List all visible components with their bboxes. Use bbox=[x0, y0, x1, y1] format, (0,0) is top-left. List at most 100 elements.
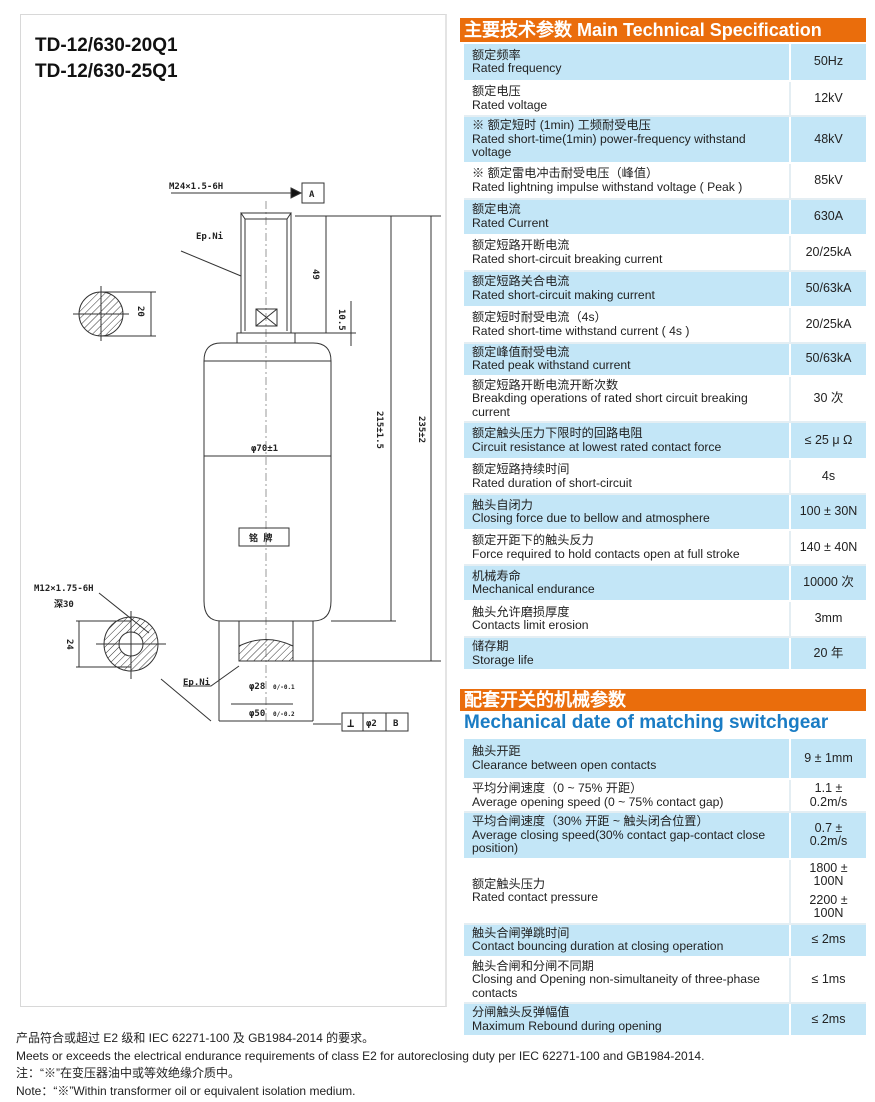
row-label: 平均分闸速度（0 ~ 75% 开距）Average opening speed … bbox=[464, 779, 791, 813]
spec-row: ※ 额定雷电冲击耐受电压（峰值）Rated lightning impulse … bbox=[464, 162, 866, 200]
row-value-cell: 20 年 bbox=[790, 637, 866, 671]
note-medium-en: Note：“※”Within transformer oil or equiva… bbox=[16, 1083, 356, 1098]
row-value: 4s bbox=[821, 468, 836, 483]
row-value-cell: 20/25kA bbox=[790, 234, 866, 272]
row-value-cell: ≤ 2ms bbox=[790, 923, 866, 958]
row-value: 48kV bbox=[814, 131, 843, 146]
row-value: 140 ± 40N bbox=[799, 539, 858, 554]
row-label-cn: 触头合闸和分闸不同期 bbox=[472, 958, 594, 973]
row-label-en: Rated voltage bbox=[472, 97, 548, 112]
mech-section-title-cn: 配套开关的机械参数 bbox=[460, 689, 866, 711]
row-value: 12kV bbox=[814, 90, 843, 105]
row-label-cn: 额定短时耐受电流（4s） bbox=[472, 310, 607, 324]
row-value: 50/63kA bbox=[805, 351, 852, 366]
row-label-en: Rated short-circuit breaking current bbox=[472, 251, 663, 266]
dia-50-label: φ50 bbox=[249, 709, 265, 719]
row-value: 1800 ± 100N bbox=[809, 860, 848, 888]
spec-row: 平均合闸速度（30% 开距 ~ 触头闭合位置）Average closing s… bbox=[464, 812, 866, 860]
row-label: 平均合闸速度（30% 开距 ~ 触头闭合位置）Average closing s… bbox=[464, 812, 791, 860]
row-label-cn: 触头合闸弹跳时间 bbox=[472, 925, 570, 940]
row-value: 50/63kA bbox=[805, 280, 852, 295]
thread-bottom-label: M12×1.75-6H bbox=[34, 584, 94, 594]
row-label-cn: 额定触头压力下限时的回路电阻 bbox=[472, 426, 643, 440]
row-label-en: Circuit resistance at lowest rated conta… bbox=[472, 439, 722, 454]
row-label-en: Rated short-circuit making current bbox=[472, 287, 655, 302]
row-label-en: Rated Current bbox=[472, 215, 549, 230]
depth-label: 深30 bbox=[54, 598, 74, 610]
row-label-cn: ※ 额定雷电冲击耐受电压（峰值） bbox=[472, 166, 659, 180]
note-compliance-cn: 产品符合或超过 E2 级和 IEC 62271-100 及 GB1984-201… bbox=[16, 1031, 375, 1045]
row-label-en: Average opening speed (0 ~ 75% contact g… bbox=[472, 794, 724, 809]
row-label: ※ 额定雷电冲击耐受电压（峰值）Rated lightning impulse … bbox=[464, 162, 791, 200]
row-value-cell: 20/25kA bbox=[790, 306, 866, 344]
row-value-cell: 3mm bbox=[790, 601, 866, 638]
row-label-en: Rated peak withstand current bbox=[472, 358, 631, 372]
note-compliance-en: Meets or exceeds the electrical enduranc… bbox=[16, 1048, 705, 1063]
row-value-cell: 48kV bbox=[790, 116, 866, 164]
vacuum-interrupter-drawing: M24×1.5-6H A Ep.Ni 49 10.5 20 215±1.5 23… bbox=[34, 182, 441, 732]
row-value-cell: 50/63kA bbox=[790, 342, 866, 377]
row-label-cn: 机械寿命 bbox=[472, 568, 521, 583]
dia-70-label: φ70±1 bbox=[251, 444, 278, 454]
row-value-cell: 50/63kA bbox=[790, 270, 866, 308]
row-value: 1.1 ± 0.2m/s bbox=[809, 781, 848, 809]
row-value-cell: 100 ± 30N bbox=[790, 494, 866, 531]
row-label-cn: 平均分闸速度（0 ~ 75% 开距） bbox=[472, 781, 643, 795]
nameplate-label: 铭 牌 bbox=[249, 532, 272, 544]
row-label-en: Rated frequency bbox=[472, 61, 562, 75]
row-label-en: Closing force due to bellow and atmosphe… bbox=[472, 511, 710, 525]
row-label-cn: 分闸触头反弹幅值 bbox=[472, 1005, 570, 1019]
thread-top-label: M24×1.5-6H bbox=[169, 182, 223, 192]
row-value-cell: 30 次 bbox=[790, 375, 866, 423]
row-value: 9 ± 1mm bbox=[804, 750, 853, 765]
dia-50-tolerance: 0/-0.2 bbox=[273, 711, 295, 718]
dim-24-label: 24 bbox=[64, 639, 74, 650]
dia-28-tolerance: 0/-0.1 bbox=[273, 684, 295, 691]
row-value-cell: 10000 次 bbox=[790, 565, 866, 602]
row-label-en: Clearance between open contacts bbox=[472, 757, 657, 772]
dim-215-label: 215±1.5 bbox=[374, 411, 384, 449]
dim-235-label: 235±2 bbox=[416, 416, 426, 443]
row-value: 630A bbox=[813, 208, 844, 223]
row-label-cn: 触头自闭力 bbox=[472, 497, 533, 512]
row-label-en: Rated contact pressure bbox=[472, 890, 599, 904]
outline-drawing-panel: TD-12/630-20Q1 TD-12/630-25Q1 bbox=[20, 14, 447, 1007]
row-label-cn: 额定短路持续时间 bbox=[472, 462, 570, 476]
row-label-cn: 额定峰值耐受电流 bbox=[472, 344, 570, 359]
dim-20-label: 20 bbox=[135, 306, 145, 317]
dia-28-label: φ28 bbox=[249, 682, 265, 692]
row-value: ≤ 25 μ Ω bbox=[804, 432, 853, 447]
datum-b-label: B bbox=[393, 719, 399, 729]
row-value-cell: 140 ± 40N bbox=[790, 530, 866, 566]
notes: 产品符合或超过 E2 级和 IEC 62271-100 及 GB1984-201… bbox=[16, 1030, 704, 1100]
plating-bottom-label: Ep.Ni bbox=[183, 677, 211, 688]
row-label-cn: 触头允许磨损厚度 bbox=[472, 604, 570, 619]
perpendicularity-symbol: ⊥ bbox=[347, 716, 354, 730]
row-label-cn: 储存期 bbox=[472, 639, 509, 653]
row-value: ≤ 2ms bbox=[811, 932, 846, 947]
spec-row: 平均分闸速度（0 ~ 75% 开距）Average opening speed … bbox=[464, 779, 866, 813]
row-value-cell: 630A bbox=[790, 198, 866, 236]
row-label-cn: 额定电压 bbox=[472, 84, 521, 98]
row-label-en: Contacts limit erosion bbox=[472, 618, 589, 632]
